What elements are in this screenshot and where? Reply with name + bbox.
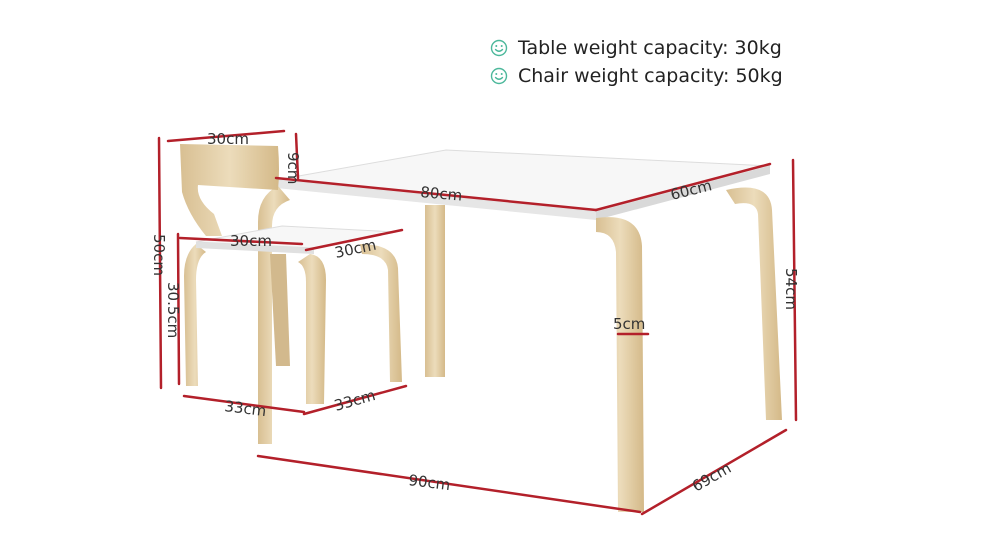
- smile-icon: [490, 67, 508, 85]
- chair-back-legs: [184, 244, 206, 386]
- weight-capacity-list: Table weight capacity: 30kg Chair weight…: [490, 34, 783, 90]
- label-chair-height: 50cm: [150, 234, 168, 276]
- label-chair-base-depth: 33cm: [332, 386, 377, 415]
- dim-line-table-depth: [640, 428, 788, 516]
- dim-line-table-width: [256, 454, 642, 514]
- spec-table-capacity: Table weight capacity: 30kg: [490, 34, 783, 62]
- label-table-top-width: 80cm: [420, 183, 463, 205]
- chair-backrest: [180, 144, 279, 236]
- chair-seat-edge: [196, 242, 314, 254]
- smile-icon: [490, 39, 508, 57]
- dim-line-table-top-depth: [594, 162, 772, 212]
- label-chair-seat-width: 30cm: [230, 232, 272, 250]
- dimension-lines: [157, 129, 798, 516]
- dim-line-chair-seat-width: [178, 236, 304, 246]
- label-chair-seat-height: 30.5cm: [164, 282, 182, 338]
- label-chair-back-height: 9cm: [284, 152, 302, 184]
- spec-chair-capacity: Chair weight capacity: 50kg: [490, 62, 783, 90]
- table-back-left-leg: [425, 205, 445, 377]
- dim-line-table-top-width: [274, 176, 598, 212]
- dim-line-chair-base-width: [182, 394, 306, 414]
- table: [258, 149, 782, 512]
- dim-line-chair-seat-height: [176, 232, 181, 386]
- dimension-labels: 30cm 9cm 30cm 30cm 50cm 30.5cm 33cm 33cm…: [150, 130, 800, 495]
- spec-table-capacity-text: Table weight capacity: 30kg: [518, 37, 782, 59]
- table-top-side-edge: [596, 166, 770, 220]
- table-back-right-leg: [726, 187, 782, 420]
- dim-line-chair-base-depth: [302, 384, 408, 416]
- chair-back-right-leg: [360, 244, 402, 382]
- dim-line-chair-height: [157, 136, 163, 390]
- dim-line-chair-seat-depth: [304, 228, 404, 252]
- label-chair-back-width: 30cm: [207, 130, 249, 148]
- table-front-right-leg: [596, 217, 644, 512]
- dim-line-chair-back-height: [294, 132, 300, 180]
- dim-line-table-height: [791, 158, 798, 422]
- table-top-front-edge: [276, 180, 596, 220]
- chair-front-left-leg: [270, 254, 290, 366]
- label-table-width: 90cm: [408, 471, 452, 494]
- chair-front-right-leg: [298, 254, 326, 404]
- spec-chair-capacity-text: Chair weight capacity: 50kg: [518, 65, 783, 87]
- label-table-leg-width: 5cm: [613, 315, 645, 333]
- dim-line-chair-back-width: [166, 129, 286, 143]
- label-chair-base-width: 33cm: [224, 397, 268, 420]
- label-table-depth: 69cm: [689, 459, 734, 496]
- label-table-height: 54cm: [782, 268, 800, 310]
